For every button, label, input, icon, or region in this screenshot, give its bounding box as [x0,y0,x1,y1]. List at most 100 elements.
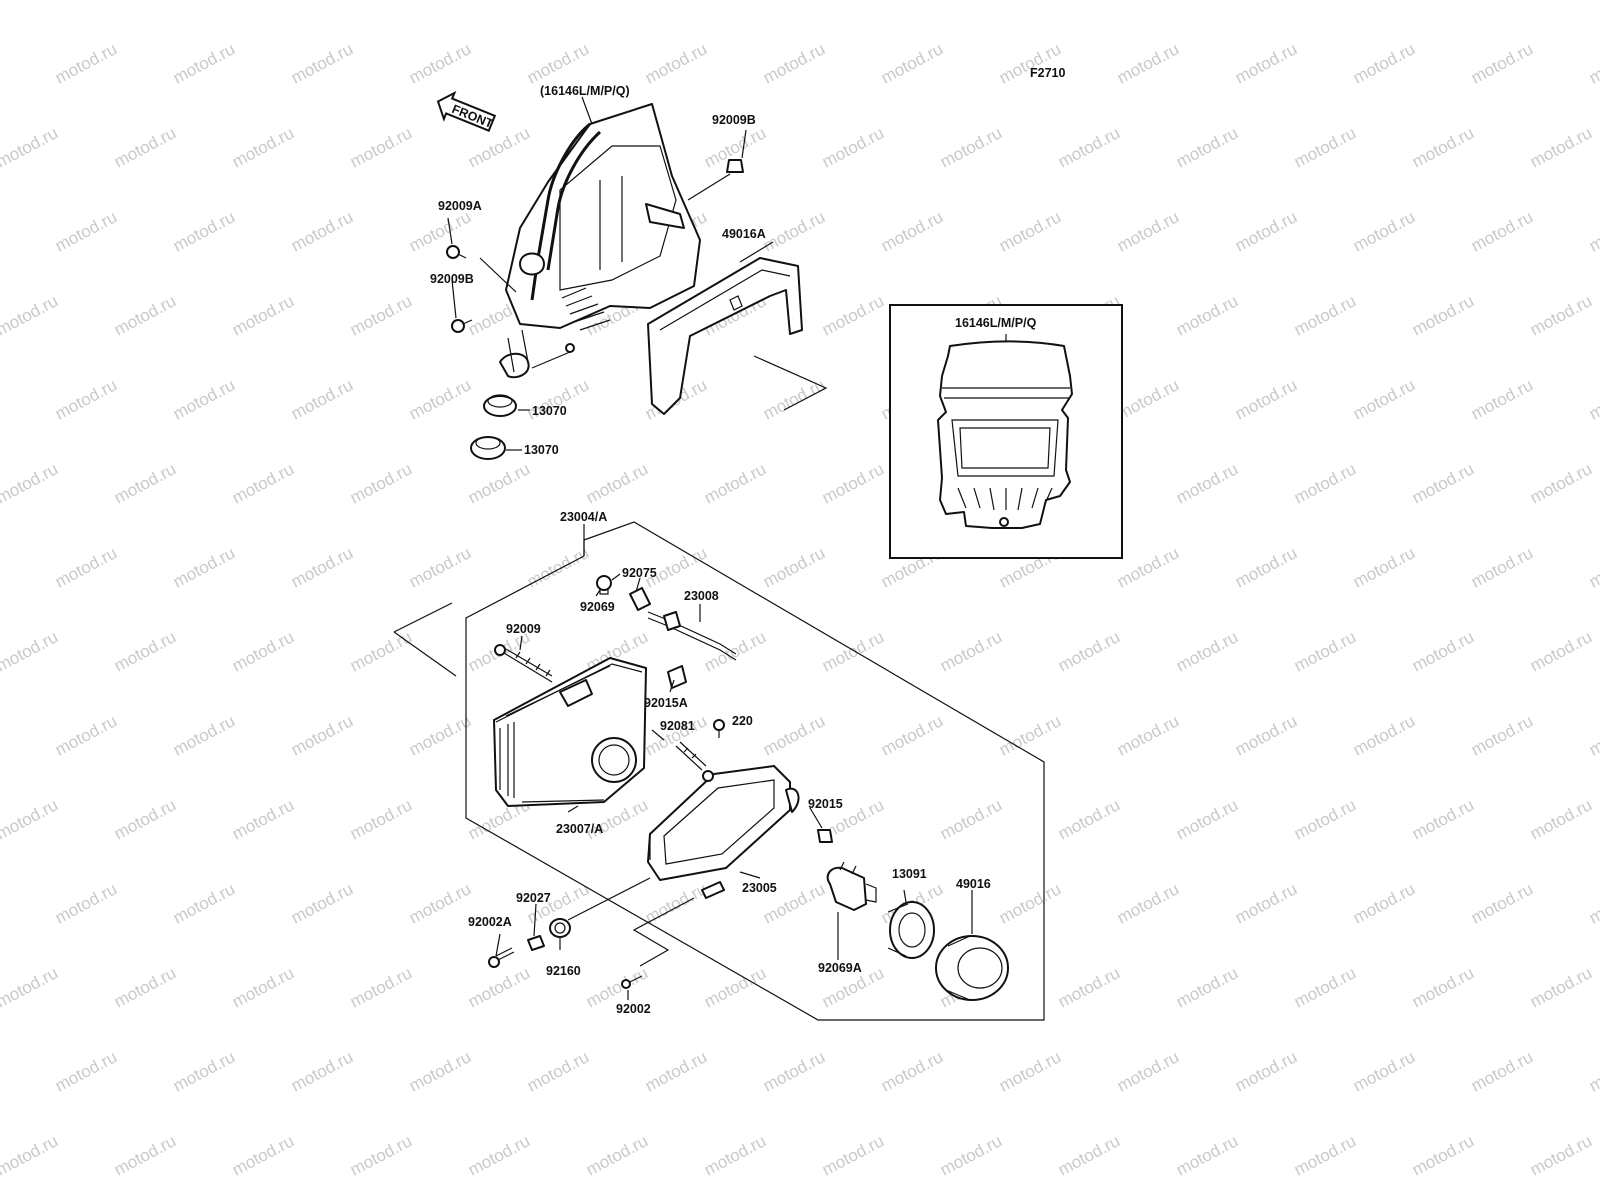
watermark-text: motod.ru [878,207,946,255]
watermark-text: motod.ru [0,879,2,927]
watermark-text: motod.ru [406,375,474,423]
watermark-text: motod.ru [0,123,61,171]
label-cowl: (16146L/M/P/Q) [540,84,630,98]
watermark-text: motod.ru [52,711,120,759]
watermark-text: motod.ru [111,123,179,171]
watermark-text: motod.ru [111,627,179,675]
watermark-text: motod.ru [111,1131,179,1179]
screw-92002A [488,947,515,968]
label-92002A: 92002A [468,915,512,929]
watermark-text: motod.ru [819,123,887,171]
label-92081: 92081 [660,719,695,733]
watermark-text: motod.ru [229,459,297,507]
watermark-text: motod.ru [347,123,415,171]
headlight-unit-23007A [493,657,647,807]
watermark-text: motod.ru [1527,0,1595,4]
watermark-text: motod.ru [465,459,533,507]
watermark-text: motod.ru [0,795,61,843]
headlight-cowl [499,103,701,379]
watermark-text: motod.ru [465,0,533,4]
watermark-text: motod.ru [0,543,2,591]
watermark-text: motod.ru [0,627,61,675]
watermark-text: motod.ru [1055,123,1123,171]
label-23007A: 23007/A [556,822,603,836]
watermark-text: motod.ru [229,963,297,1011]
watermark-text: motod.ru [878,711,946,759]
watermark-text: motod.ru [819,291,887,339]
watermark-text: motod.ru [1232,543,1300,591]
watermark-text: motod.ru [1055,1131,1123,1179]
grommet-13070-a [483,394,517,417]
label-13070-a: 13070 [532,404,567,418]
watermark-text: motod.ru [996,879,1064,927]
bulb-92069 [596,575,612,595]
watermark-text: motod.ru [347,1131,415,1179]
watermark-text: motod.ru [701,1131,769,1179]
watermark-text: motod.ru [937,1131,1005,1179]
watermark-text: motod.ru [1350,375,1418,423]
watermark-text: motod.ru [465,1131,533,1179]
socket-13091 [887,901,935,959]
watermark-text: motod.ru [406,711,474,759]
watermark-text: motod.ru [1468,375,1536,423]
watermark-text: motod.ru [1409,963,1477,1011]
watermark-text: motod.ru [288,207,356,255]
screw-92081 [675,741,707,771]
part-labels: (16146L/M/P/Q) 92009B 92009A 92009B 4901… [430,84,991,1016]
leader-lines-lower [495,524,973,1000]
watermark-text: motod.ru [288,879,356,927]
watermark-text: motod.ru [52,375,120,423]
watermark-text: motod.ru [1173,963,1241,1011]
watermark-text: motod.ru [1527,123,1595,171]
watermark-text: motod.ru [1409,627,1477,675]
watermark-text: motod.ru [1409,0,1477,4]
watermark-text: motod.ru [465,963,533,1011]
watermark-text: motod.ru [170,543,238,591]
watermark-text: motod.ru [937,0,1005,4]
watermark-text: motod.ru [347,795,415,843]
screw-92009 [494,644,553,683]
watermark-text: motod.ru [642,39,710,87]
watermark-text: motod.ru [1173,1131,1241,1179]
bulb-92069A [826,861,877,911]
watermark-text: motod.ru [996,207,1064,255]
watermark-text: motod.ru [1055,963,1123,1011]
label-92009A: 92009A [438,199,482,213]
watermark-text: motod.ru [1527,459,1595,507]
bolt-92009B-top [726,159,744,173]
watermark-text: motod.ru [465,123,533,171]
watermark-text: motod.ru [1350,711,1418,759]
watermark-text: motod.ru [52,879,120,927]
label-92002: 92002 [616,1002,651,1016]
clip-92015A [667,665,687,689]
watermark-text: motod.ru [1586,543,1600,591]
dust-cover-49016 [935,935,1009,1001]
inset-panel: 16146L/M/P/Q [889,304,1123,559]
watermark-text: motod.ru [170,879,238,927]
watermark-text: motod.ru [347,627,415,675]
watermark-text: motod.ru [1409,1131,1477,1179]
watermark-text: motod.ru [0,963,61,1011]
watermark-text: motod.ru [937,123,1005,171]
label-92015A: 92015A [644,696,688,710]
watermark-text: motod.ru [1114,207,1182,255]
watermark-text: motod.ru [1468,1047,1536,1095]
watermark-text: motod.ru [1173,291,1241,339]
watermark-text: motod.ru [1173,627,1241,675]
watermark-text: motod.ru [52,543,120,591]
watermark-text: motod.ru [878,39,946,87]
watermark-text: motod.ru [229,795,297,843]
label-13091: 13091 [892,867,927,881]
watermark-text: motod.ru [1055,627,1123,675]
watermark-text: motod.ru [1232,879,1300,927]
label-92015: 92015 [808,797,843,811]
watermark-text: motod.ru [1114,879,1182,927]
nut-92015 [817,829,833,843]
watermark-text: motod.ru [170,711,238,759]
label-92075: 92075 [622,566,657,580]
label-23005: 23005 [742,881,777,895]
leader-lines-upper [447,96,828,451]
watermark-text: motod.ru [1114,711,1182,759]
watermark-text: motod.ru [111,963,179,1011]
watermark-text: motod.ru [347,0,415,4]
